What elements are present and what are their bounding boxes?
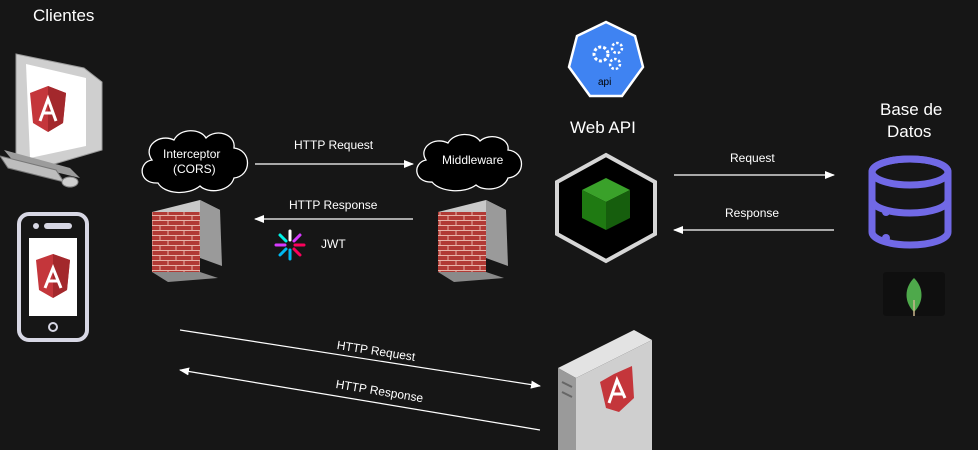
- cloud-shape: [141, 130, 249, 194]
- middleware-label: Middleware: [442, 153, 504, 167]
- jwt-logo: [274, 229, 306, 261]
- angular-logo: [30, 86, 66, 132]
- cloud-shape: [416, 133, 523, 192]
- db-response-label: Response: [725, 206, 780, 220]
- http-request-label: HTTP Request: [294, 138, 374, 152]
- interceptor-label: Interceptor: [163, 147, 221, 161]
- server-response-arrow: [179, 367, 541, 431]
- mongodb-leaf-icon: [883, 272, 945, 316]
- server-request-arrow: [179, 329, 541, 389]
- clients-title: Clientes: [33, 6, 95, 25]
- db-request-label: Request: [730, 151, 775, 165]
- interceptor-cors-label: (CORS): [173, 162, 216, 176]
- database-subtitle: Datos: [887, 122, 932, 141]
- database-icon: [868, 155, 952, 249]
- http-response-label: HTTP Response: [289, 198, 378, 212]
- api-badge-label: api: [598, 77, 612, 88]
- firewall-icon: [152, 200, 222, 282]
- kubernetes-api-icon: [567, 20, 645, 98]
- jwt-label: JWT: [321, 237, 346, 251]
- web-api-label: Web API: [570, 118, 636, 137]
- database-title: Base de: [880, 100, 943, 119]
- firewall-icon: [438, 200, 508, 282]
- angular-logo: [36, 254, 70, 298]
- dotnet-cube-icon: [555, 152, 657, 264]
- angular-logo: [600, 366, 634, 412]
